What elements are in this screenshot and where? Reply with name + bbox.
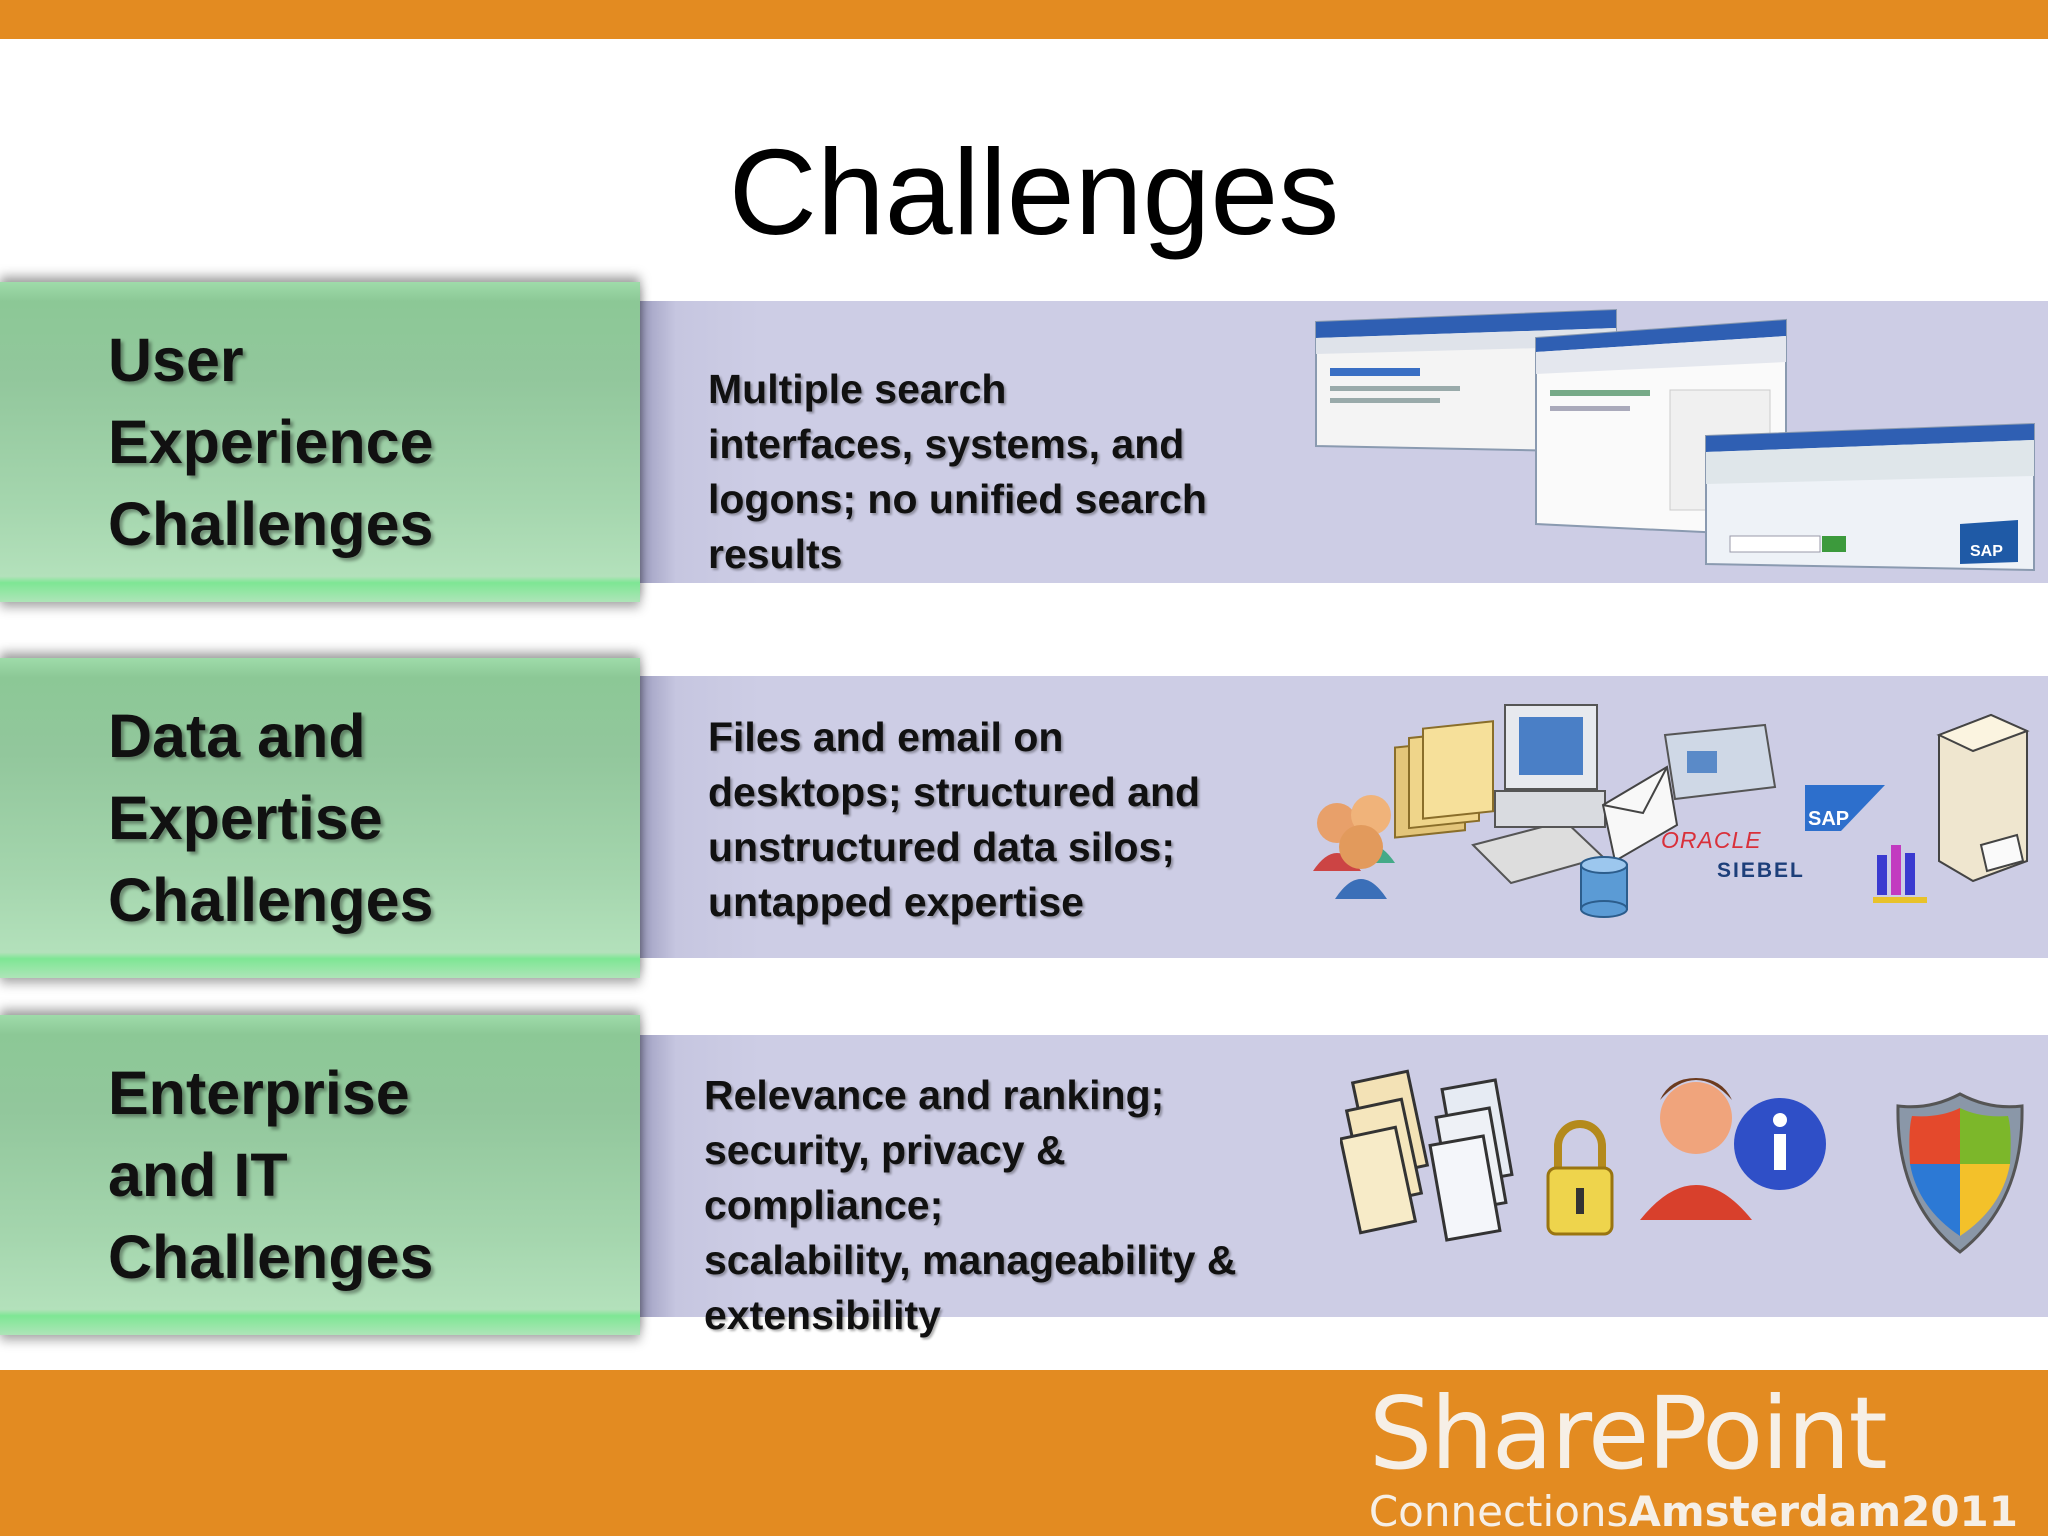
row-label-enterprise-it: Enterprise and IT Challenges — [0, 1015, 640, 1335]
row-description: Relevance and ranking; security, privacy… — [704, 1072, 1237, 1338]
search-interfaces-illustration: SAP — [1315, 308, 2035, 572]
event-name-bold: Amsterdam2011 — [1628, 1487, 2018, 1536]
document-stack-icon — [1340, 1069, 1430, 1235]
website-card-icon — [1663, 723, 1777, 801]
row-panel-enterprise-it — [640, 1035, 2048, 1317]
server-icon — [1936, 713, 2030, 883]
row-label-text: Enterprise and IT Challenges — [108, 1059, 434, 1291]
sharepoint-logo-text: SharePoint — [1368, 1375, 1888, 1492]
bottom-accent-bar — [0, 1370, 2048, 1536]
row-label-user-experience: User Experience Challenges — [0, 282, 640, 602]
people-group-icon — [1313, 795, 1395, 899]
folders-icon — [1394, 720, 1494, 839]
oracle-logo: ORACLE — [1661, 827, 1762, 853]
security-shield-icon — [1896, 1092, 2024, 1254]
event-name: ConnectionsAmsterdam2011 — [1369, 1490, 2018, 1534]
slide-title: Challenges — [728, 124, 1340, 260]
row-label-data-expertise: Data and Expertise Challenges — [0, 658, 640, 978]
document-stack-icon — [1428, 1078, 1514, 1242]
user-info-icon — [1640, 1078, 1826, 1220]
data-silos-illustration: ORACLE SIEBEL SAP — [1313, 704, 2030, 918]
row-description: Multiple search interfaces, systems, and… — [708, 366, 1207, 577]
event-branding: SharePoint ConnectionsAmsterdam2011 — [1369, 1378, 2018, 1534]
browser-window-icon: SAP — [1705, 422, 2035, 572]
row-label-text: Data and Expertise Challenges — [108, 702, 434, 934]
siebel-logo: SIEBEL — [1717, 859, 1805, 882]
row-label-text: User Experience Challenges — [108, 326, 434, 558]
svg-text:SAP: SAP — [1808, 808, 1849, 830]
envelope-icon — [1601, 765, 1679, 863]
sap-logo-icon: SAP — [1805, 785, 1885, 831]
sap-logo-icon: SAP — [1970, 543, 2003, 560]
row-description: Files and email on desktops; structured … — [708, 714, 1201, 925]
desktop-computer-icon — [1471, 704, 1606, 885]
event-name-light: Connections — [1368, 1487, 1629, 1536]
top-accent-bar — [0, 0, 2048, 39]
database-icon — [1580, 856, 1628, 918]
enterprise-illustration — [1340, 1069, 2024, 1254]
people-chart-icon — [1873, 845, 1927, 903]
padlock-icon — [1546, 1120, 1614, 1236]
